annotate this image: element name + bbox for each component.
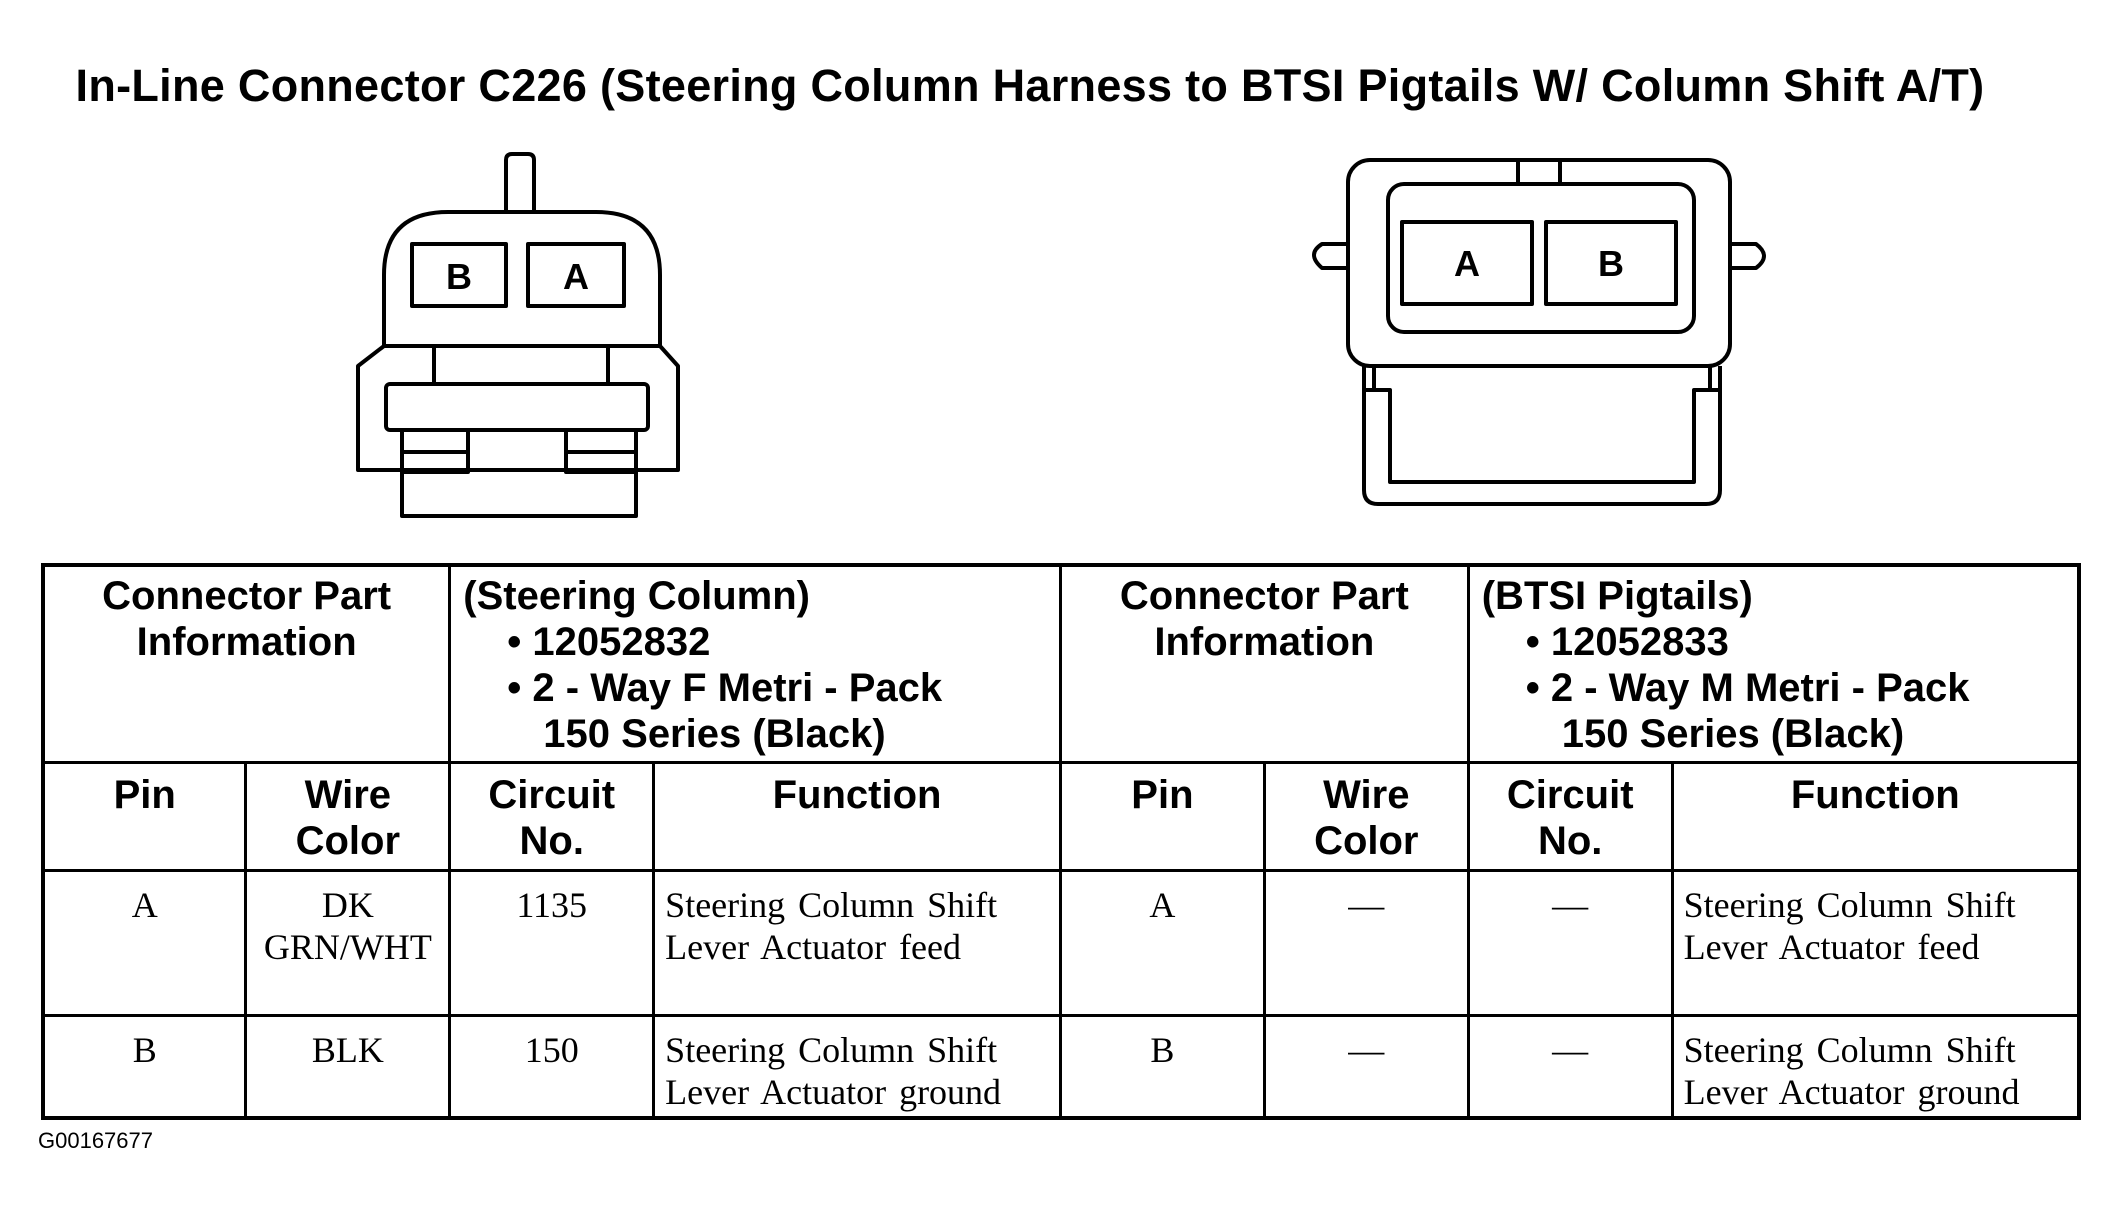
left-row-b-circuit: 150: [448, 1013, 656, 1120]
part-info-row: Connector Part Information (Steering Col…: [41, 563, 2081, 764]
right-connector-shroud: [1362, 366, 1722, 506]
right-connector-part-info: (BTSI Pigtails) • 12052833 • 2 - Way M M…: [1466, 563, 2081, 764]
right-pin-b-label: B: [1598, 243, 1624, 284]
connector-illustrations: B A A B: [356, 152, 1766, 518]
left-row-b-wire-color: BLK: [244, 1013, 452, 1120]
left-pin-b-cavity: [410, 242, 508, 308]
right-row-b-circuit: —: [1466, 1013, 1674, 1120]
right-row-a-wire-color: —: [1262, 868, 1470, 1017]
right-info-label: Connector Part Information: [1058, 563, 1470, 764]
right-row-a-pin: A: [1058, 868, 1266, 1017]
left-part-series: 150 Series (Black): [543, 712, 886, 756]
right-part-number: • 12052833: [1525, 620, 1729, 664]
right-connector-left-ear: [1312, 242, 1348, 270]
right-row-a-circuit: —: [1466, 868, 1674, 1017]
right-header-pin: Pin: [1058, 760, 1266, 872]
figure-id: G00167677: [38, 1128, 153, 1153]
left-row-b-pin: B: [41, 1013, 248, 1120]
left-header-pin: Pin: [41, 760, 248, 872]
right-part-description: • 2 - Way M Metri - Pack: [1525, 666, 1970, 710]
diagram-title: In-Line Connector C226 (Steering Column …: [75, 60, 1985, 111]
left-connector-flange-right: [636, 344, 680, 472]
right-row-b-pin: B: [1058, 1013, 1266, 1120]
left-part-description: • 2 - Way F Metri - Pack: [507, 666, 943, 710]
right-connector-body: [1346, 158, 1732, 368]
right-row-b-wire-color: —: [1262, 1013, 1470, 1120]
right-pin-a-label: A: [1454, 243, 1480, 284]
right-pin-b-cavity: [1544, 220, 1678, 306]
right-header-function: Function: [1670, 760, 2081, 872]
left-connector-flange-left: [356, 344, 402, 472]
connector-pinout-table: Connector Part Information (Steering Col…: [41, 563, 2081, 1120]
left-pin-a-cavity: [526, 242, 626, 308]
left-pin-a-label: A: [563, 256, 589, 297]
left-connector-part-info: (Steering Column) • 12052832 • 2 - Way F…: [448, 563, 1062, 764]
right-part-series: 150 Series (Black): [1561, 712, 1905, 756]
left-connector-body: [382, 210, 662, 348]
left-part-number: • 12052832: [507, 620, 711, 664]
right-pin-a-cavity: [1400, 220, 1534, 306]
left-connector-latch-tab: [504, 152, 536, 212]
left-connector-name: (Steering Column): [463, 574, 810, 618]
left-row-a-circuit: 1135: [448, 868, 656, 1017]
left-header-function: Function: [652, 760, 1062, 872]
right-connector-name: (BTSI Pigtails): [1481, 574, 1753, 618]
left-info-label: Connector Part Information: [41, 563, 452, 764]
left-pin-b-label: B: [446, 256, 472, 297]
right-connector-illustration: [1312, 158, 1766, 506]
left-connector-illustration: [356, 152, 680, 518]
right-connector-right-ear: [1730, 242, 1766, 270]
left-row-a-pin: A: [41, 868, 248, 1017]
